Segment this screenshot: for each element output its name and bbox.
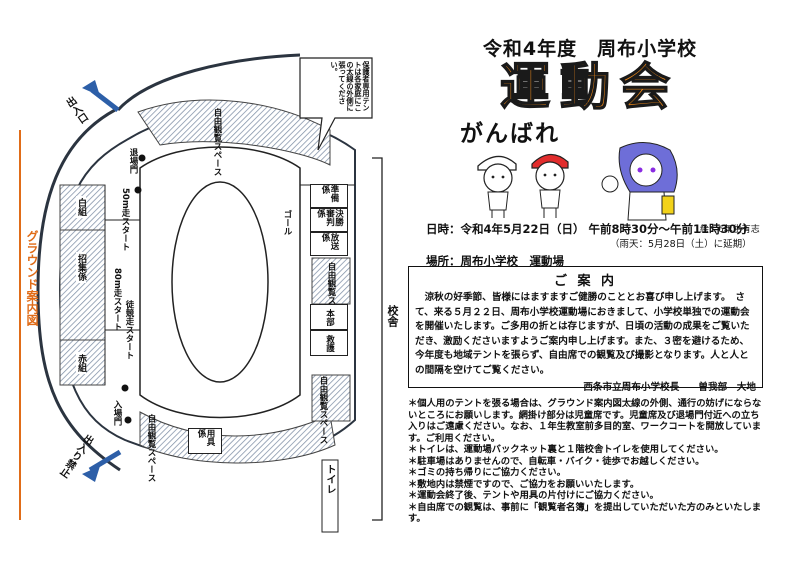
tools-tent: 用具係 (188, 428, 222, 454)
school-title: 令和4年度 周布小学校 (482, 38, 698, 60)
viewing-top-label: 自由観覧スペース (212, 108, 222, 176)
viewing-area-right-2 (311, 374, 351, 422)
toilet-label: トイレ (324, 464, 335, 494)
guide-body: 涼秋の好季節、皆様にはますますご健勝のこととお喜び申し上げます。 さて、来る５月… (415, 292, 750, 376)
note-item: ＊ゴミの持ち帰りにご協力ください。 (408, 467, 566, 478)
viewing-bottom-label: 自由観覧スペース (146, 414, 156, 482)
note-item: ＊自由席での観覧は、事前に「観覧者名簿」を提出していただいた方のみといたします。 (408, 501, 762, 525)
track-inner (171, 181, 269, 383)
rain-date: （雨天：5月28日（土）に延期） (610, 239, 752, 250)
hq-tent: 本部 (310, 304, 348, 330)
tent-boundary-left (36, 108, 121, 472)
guide-heading: ご 案 内 (553, 274, 618, 289)
white-team-label: 白組 (76, 196, 86, 218)
start-label-1: 50m走スタート (120, 188, 130, 252)
start-label-3: 徒競走スタート (124, 300, 134, 360)
kid-white-cap-illustration (477, 155, 517, 218)
viewing-area-right-1 (311, 257, 351, 305)
event-datetime: 日時：令和4年5月22日（日） 午前8時30分～午前11時30分 (426, 222, 749, 236)
notes-list: ＊個人用のテントを張る場合は、グラウンド案内図太線の外側、通行の妨げにならないと… (408, 398, 768, 525)
note-item: ＊敷地内は禁煙ですので、ご協力をお願いいたします。 (408, 478, 640, 490)
viewing-right-label-2: 自由観覧スペース (318, 376, 328, 444)
note-item: ＊トイレは、運動場バックネット裏と１階校舎トイレを使用してください。 (408, 444, 724, 455)
start-label-2: 80m走スタート (112, 268, 122, 332)
girl-illustration (601, 142, 678, 221)
cheer-seat-label: 招集係 (76, 252, 86, 283)
guide-signature: 西条市立周布小学校長 曽我部 大地 (583, 381, 756, 393)
rescue-tent: 救護 (310, 330, 348, 356)
broadcast-tent: 放送係 (310, 232, 348, 256)
note-item: ＊駐車場はありませんので、自転車・バイク・徒歩でお越しください。 (408, 455, 705, 467)
note-item: ＊個人用のテントを張る場合は、グラウンド案内図太線の外側、通行の妨げにならないと… (408, 398, 762, 444)
equipment-tent: 準備係 (310, 184, 348, 208)
illustration-credit: 絵：6年生有志 (700, 225, 760, 235)
toilet-box (321, 459, 339, 533)
viewing-right-label: 自由観覧スペース (326, 262, 336, 330)
note-item: ＊運動会終了後、テントや用具の片付けにご協力ください。 (408, 490, 659, 501)
red-team-label: 赤組 (76, 352, 86, 374)
callout-text: 保護者専用テントは各家庭にこの太線の外側に張ってください。 (330, 61, 371, 112)
entry-gate-label: 入場門 (112, 400, 122, 426)
seat-cheer (59, 229, 106, 341)
judge-tent: 決勝審判係 (310, 208, 348, 232)
ground-map (19, 53, 383, 533)
event-place: 場所：周布小学校 運動場 (426, 254, 564, 268)
viewing-area-top (137, 99, 331, 166)
entrance-arrow-bottom (88, 449, 122, 473)
map-side-title: グラウンド案内図 (25, 230, 39, 326)
ganbare-text: がんばれ (460, 121, 560, 147)
exit-gate-label: 退場門 (128, 148, 138, 174)
kids-illustration (477, 142, 678, 221)
tent-boundary-line (116, 53, 301, 112)
kid-red-cap-illustration (531, 153, 569, 218)
guide-box: ご 案 内 涼秋の好季節、皆様にはますますご健勝のこととお喜び申し上げます。 さ… (408, 266, 763, 393)
goal-label: ゴール (282, 210, 292, 236)
school-building-label: 校舎 (386, 305, 399, 327)
event-title: 運動会 (499, 57, 680, 117)
